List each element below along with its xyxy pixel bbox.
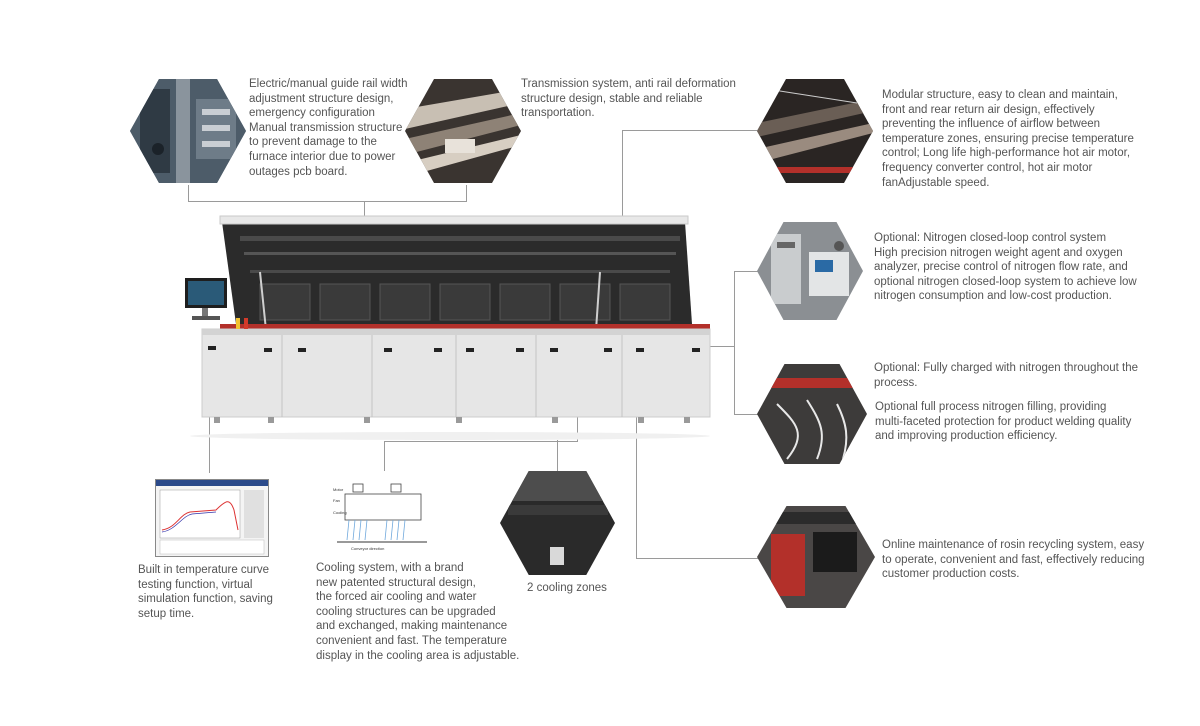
- leader-line: [734, 414, 758, 415]
- modular-structure-text: Modular structure, easy to clean and mai…: [882, 89, 1134, 189]
- leader-line: [622, 130, 757, 131]
- leader-line: [384, 441, 578, 442]
- transmission-photo: [405, 79, 521, 183]
- leader-line: [557, 440, 558, 472]
- leader-line: [636, 558, 758, 559]
- leader-line: [734, 271, 735, 415]
- diagram-label-cooling: Cooling: [333, 510, 347, 515]
- transmission-text: Transmission system, anti rail deformati…: [521, 78, 736, 120]
- leader-line: [188, 201, 466, 202]
- cooling-zones-text: 2 cooling zones: [527, 582, 607, 594]
- diagram-label-fan: Fan: [333, 498, 340, 503]
- diagram-label-motor: Motor: [333, 487, 344, 492]
- leader-line: [734, 271, 758, 272]
- rosin-recycling-text: Online maintenance of rosin recycling sy…: [882, 539, 1145, 581]
- leader-line: [622, 130, 623, 270]
- reflow-oven-machine: [180, 212, 720, 440]
- leader-line: [577, 400, 578, 442]
- leader-line: [384, 441, 385, 471]
- nitrogen-control-text: Optional: Nitrogen closed-loop control s…: [874, 232, 1137, 303]
- cooling-zones-photo: [500, 471, 615, 575]
- temperature-curve-screenshot: [155, 479, 269, 557]
- nitrogen-filling-text: Optional full process nitrogen filling, …: [875, 401, 1132, 443]
- modular-structure-photo: [757, 79, 873, 183]
- leader-line: [636, 300, 637, 559]
- leader-line: [364, 201, 365, 223]
- rosin-recycling-photo: [757, 506, 875, 608]
- leader-line: [188, 185, 189, 202]
- cooling-system-text: Cooling system, with a brand new patente…: [316, 562, 520, 662]
- guide-rail-photo: [130, 79, 246, 183]
- nitrogen-control-photo: [757, 222, 863, 320]
- leader-line: [466, 185, 467, 202]
- cooling-system-diagram: Motor Fan Cooling Conveyor direction: [331, 480, 441, 554]
- leader-line: [708, 346, 734, 347]
- guide-rail-text: Electric/manual guide rail width adjustm…: [249, 78, 408, 178]
- temperature-curve-text: Built in temperature curve testing funct…: [138, 564, 273, 620]
- nitrogen-filling-photo: [757, 364, 867, 464]
- diagram-label-conveyor: Conveyor direction: [351, 546, 384, 551]
- nitrogen-filling-title: Optional: Fully charged with nitrogen th…: [874, 362, 1139, 389]
